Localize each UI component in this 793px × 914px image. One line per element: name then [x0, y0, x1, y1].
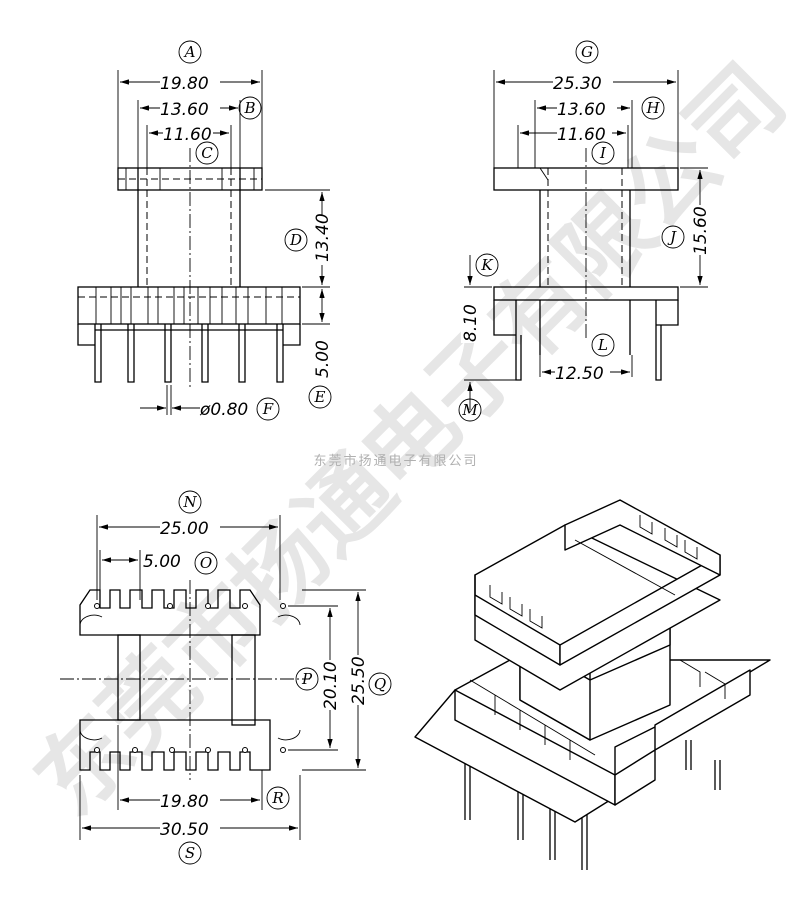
dim-f-value: ø0.80 [199, 400, 248, 420]
dim-i-value: 11.60 [557, 125, 606, 145]
side-view: 25.30 13.60 11.60 15.60 8.10 12.50 G H I… [458, 40, 711, 422]
svg-text:D: D [289, 231, 302, 249]
svg-text:Q: Q [374, 675, 386, 693]
svg-text:M: M [461, 401, 478, 419]
svg-text:O: O [200, 554, 212, 572]
svg-text:I: I [599, 144, 607, 162]
label-h: H [641, 96, 665, 120]
front-view: 19.80 13.60 11.60 13.40 5.00 ø0.80 A B C… [77, 40, 333, 421]
dim-s-value: 30.50 [160, 820, 209, 840]
label-s: S [178, 841, 202, 865]
label-i: I [591, 141, 615, 165]
label-n: N [178, 490, 202, 514]
label-r: R [266, 786, 290, 810]
svg-text:L: L [597, 336, 608, 354]
dim-l-value: 12.50 [555, 364, 604, 384]
label-o: O [194, 551, 218, 575]
svg-text:A: A [183, 43, 196, 61]
dim-c-value: 11.60 [163, 125, 212, 145]
label-q: Q [368, 672, 392, 696]
label-f: F [256, 397, 280, 421]
svg-text:P: P [301, 670, 313, 688]
svg-text:H: H [645, 99, 660, 117]
label-c: C [195, 141, 219, 165]
label-m: M [458, 398, 482, 422]
svg-text:E: E [314, 388, 326, 406]
company-caption: 东莞市扬通电子有限公司 [313, 453, 478, 469]
svg-text:R: R [271, 789, 283, 807]
svg-text:S: S [185, 844, 195, 862]
dim-r-value: 19.80 [160, 792, 209, 812]
dim-d-value: 13.40 [313, 213, 333, 262]
label-g: G [575, 40, 599, 64]
svg-text:K: K [480, 256, 493, 274]
dim-h-value: 13.60 [557, 100, 606, 120]
dim-j-value: 15.60 [691, 206, 711, 255]
svg-text:B: B [243, 99, 255, 117]
label-k: K [475, 253, 499, 277]
label-l: L [591, 333, 615, 357]
svg-text:G: G [581, 43, 593, 61]
bottom-view: 25.00 5.00 20.10 25.50 19.80 30.50 N O P… [60, 490, 392, 865]
dim-g-value: 25.30 [553, 74, 602, 94]
svg-text:F: F [262, 400, 274, 418]
dim-o-value: 5.00 [143, 552, 181, 572]
label-d: D [284, 228, 308, 252]
svg-text:J: J [667, 228, 677, 246]
dim-q-value: 25.50 [349, 656, 369, 705]
label-e: E [308, 385, 332, 409]
svg-text:C: C [201, 144, 213, 162]
dim-k-value: 8.10 [461, 304, 481, 342]
label-b: B [238, 96, 262, 120]
dim-p-value: 20.10 [321, 661, 341, 710]
label-a: A [178, 40, 202, 64]
dim-n-value: 25.00 [160, 519, 209, 539]
dim-a-value: 19.80 [160, 74, 209, 94]
label-p: P [295, 667, 319, 691]
svg-text:N: N [182, 493, 197, 511]
dim-b-value: 13.60 [160, 100, 209, 120]
label-j: J [661, 225, 685, 249]
isometric-view [414, 499, 771, 870]
dim-e-value: 5.00 [313, 340, 333, 378]
